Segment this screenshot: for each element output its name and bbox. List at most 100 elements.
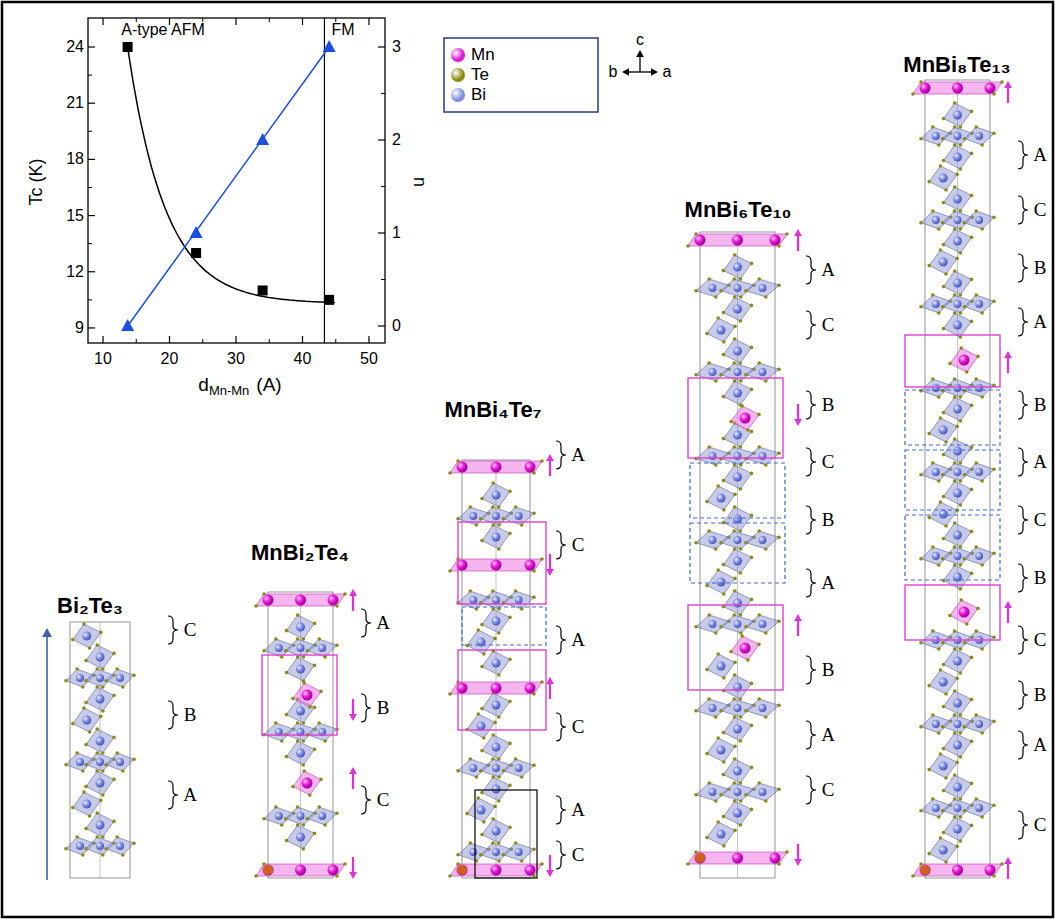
stacking-bracket — [806, 656, 816, 684]
tick-mark — [269, 339, 270, 343]
te-atom — [707, 445, 711, 449]
te-atom — [980, 647, 984, 651]
te-atom — [744, 709, 748, 713]
bi-atom — [492, 512, 500, 520]
bi-octahedron — [724, 717, 752, 741]
mn-atom — [491, 462, 502, 473]
te-atom — [302, 655, 306, 659]
te-atom — [919, 473, 923, 477]
stacking-letter: A — [571, 630, 585, 650]
te-atom — [520, 523, 524, 527]
bi-octahedron — [944, 691, 972, 715]
te-atom — [959, 815, 963, 819]
stacking-letter: A — [376, 613, 390, 633]
te-atom — [317, 637, 321, 641]
bi-atom — [515, 764, 523, 772]
axis-indicator — [622, 50, 658, 76]
te-atom — [963, 221, 967, 225]
te-atom — [502, 517, 506, 521]
stacking-bracket — [556, 796, 566, 824]
tick-label: 21 — [66, 95, 84, 112]
te-atom — [468, 841, 472, 845]
te-atom — [722, 773, 726, 777]
bi-octahedron — [86, 687, 114, 711]
te-atom — [722, 479, 726, 483]
te-atom — [714, 295, 718, 299]
te-atom — [296, 823, 300, 827]
mn-atom — [491, 560, 502, 571]
te-atom — [953, 647, 957, 651]
spin-arrow — [797, 620, 799, 636]
bi-atom — [939, 510, 948, 519]
te-atom — [942, 117, 946, 121]
stacking-bracket — [1018, 811, 1028, 839]
bi-octahedron — [724, 759, 752, 783]
bi-atom — [733, 809, 742, 818]
te-atom — [274, 721, 278, 725]
te-atom — [296, 637, 300, 641]
te-atom — [942, 747, 946, 751]
quintuple-layer-frame — [462, 607, 546, 645]
mn-atom — [740, 413, 751, 424]
mn-atom — [920, 865, 931, 876]
te-atom — [296, 739, 300, 743]
te-atom — [970, 530, 974, 534]
te-atom — [491, 775, 495, 779]
bi-atom — [318, 812, 326, 820]
bi-octahedron — [944, 523, 972, 547]
bi-atom — [953, 405, 962, 414]
mn-octahedron — [950, 348, 978, 372]
te-atom — [931, 713, 935, 717]
stacking-bracket — [556, 531, 566, 559]
te-atom — [482, 652, 486, 656]
mn-atom — [952, 865, 963, 876]
bi-atom — [953, 531, 962, 540]
mn-atom — [328, 595, 339, 606]
te-atom — [750, 682, 754, 686]
te-atom — [744, 289, 748, 293]
te-atom — [750, 724, 754, 728]
bi-atom — [932, 384, 940, 392]
mn-layer — [688, 234, 787, 246]
te-atom — [931, 125, 935, 129]
te-atom — [491, 733, 495, 737]
bi-octahedron — [73, 624, 101, 648]
te-atom — [491, 505, 495, 509]
spin-arrow — [1007, 607, 1009, 623]
te-atom — [937, 395, 941, 399]
stacking-letter: C — [572, 717, 585, 737]
te-atom — [942, 495, 946, 499]
te-atom — [491, 589, 495, 593]
te-atom — [937, 479, 941, 483]
bi-atom — [76, 674, 84, 682]
stacking-bracket — [1018, 254, 1028, 282]
compound-name: MnBi₆Te₁₀ — [685, 198, 792, 221]
te-atom — [714, 463, 718, 467]
mn-octahedron — [950, 600, 978, 624]
te-atom — [280, 739, 284, 743]
stacking-bracket — [556, 626, 566, 654]
te-atom — [84, 763, 88, 767]
te-atom — [84, 701, 88, 705]
te-atom — [64, 847, 68, 851]
mn-atom — [263, 865, 274, 876]
tc-curve — [128, 47, 336, 303]
stacking-bracket — [1018, 308, 1028, 336]
septuple-layer-frame — [458, 522, 546, 604]
mn-layer — [256, 864, 345, 876]
te-atom — [750, 304, 754, 308]
te-atom — [965, 622, 969, 626]
te-atom — [707, 697, 711, 701]
bi-octahedron — [746, 783, 779, 801]
te-atom — [942, 285, 946, 289]
arrow-head — [1004, 857, 1012, 864]
bi-atom — [469, 512, 477, 520]
te-atom — [64, 679, 68, 683]
te-atom — [716, 820, 720, 824]
te-atom — [284, 649, 288, 653]
te-atom — [959, 346, 963, 350]
te-atom — [970, 488, 974, 492]
te-atom — [514, 505, 518, 509]
bi-octahedron — [287, 825, 315, 849]
te-atom — [942, 831, 946, 835]
